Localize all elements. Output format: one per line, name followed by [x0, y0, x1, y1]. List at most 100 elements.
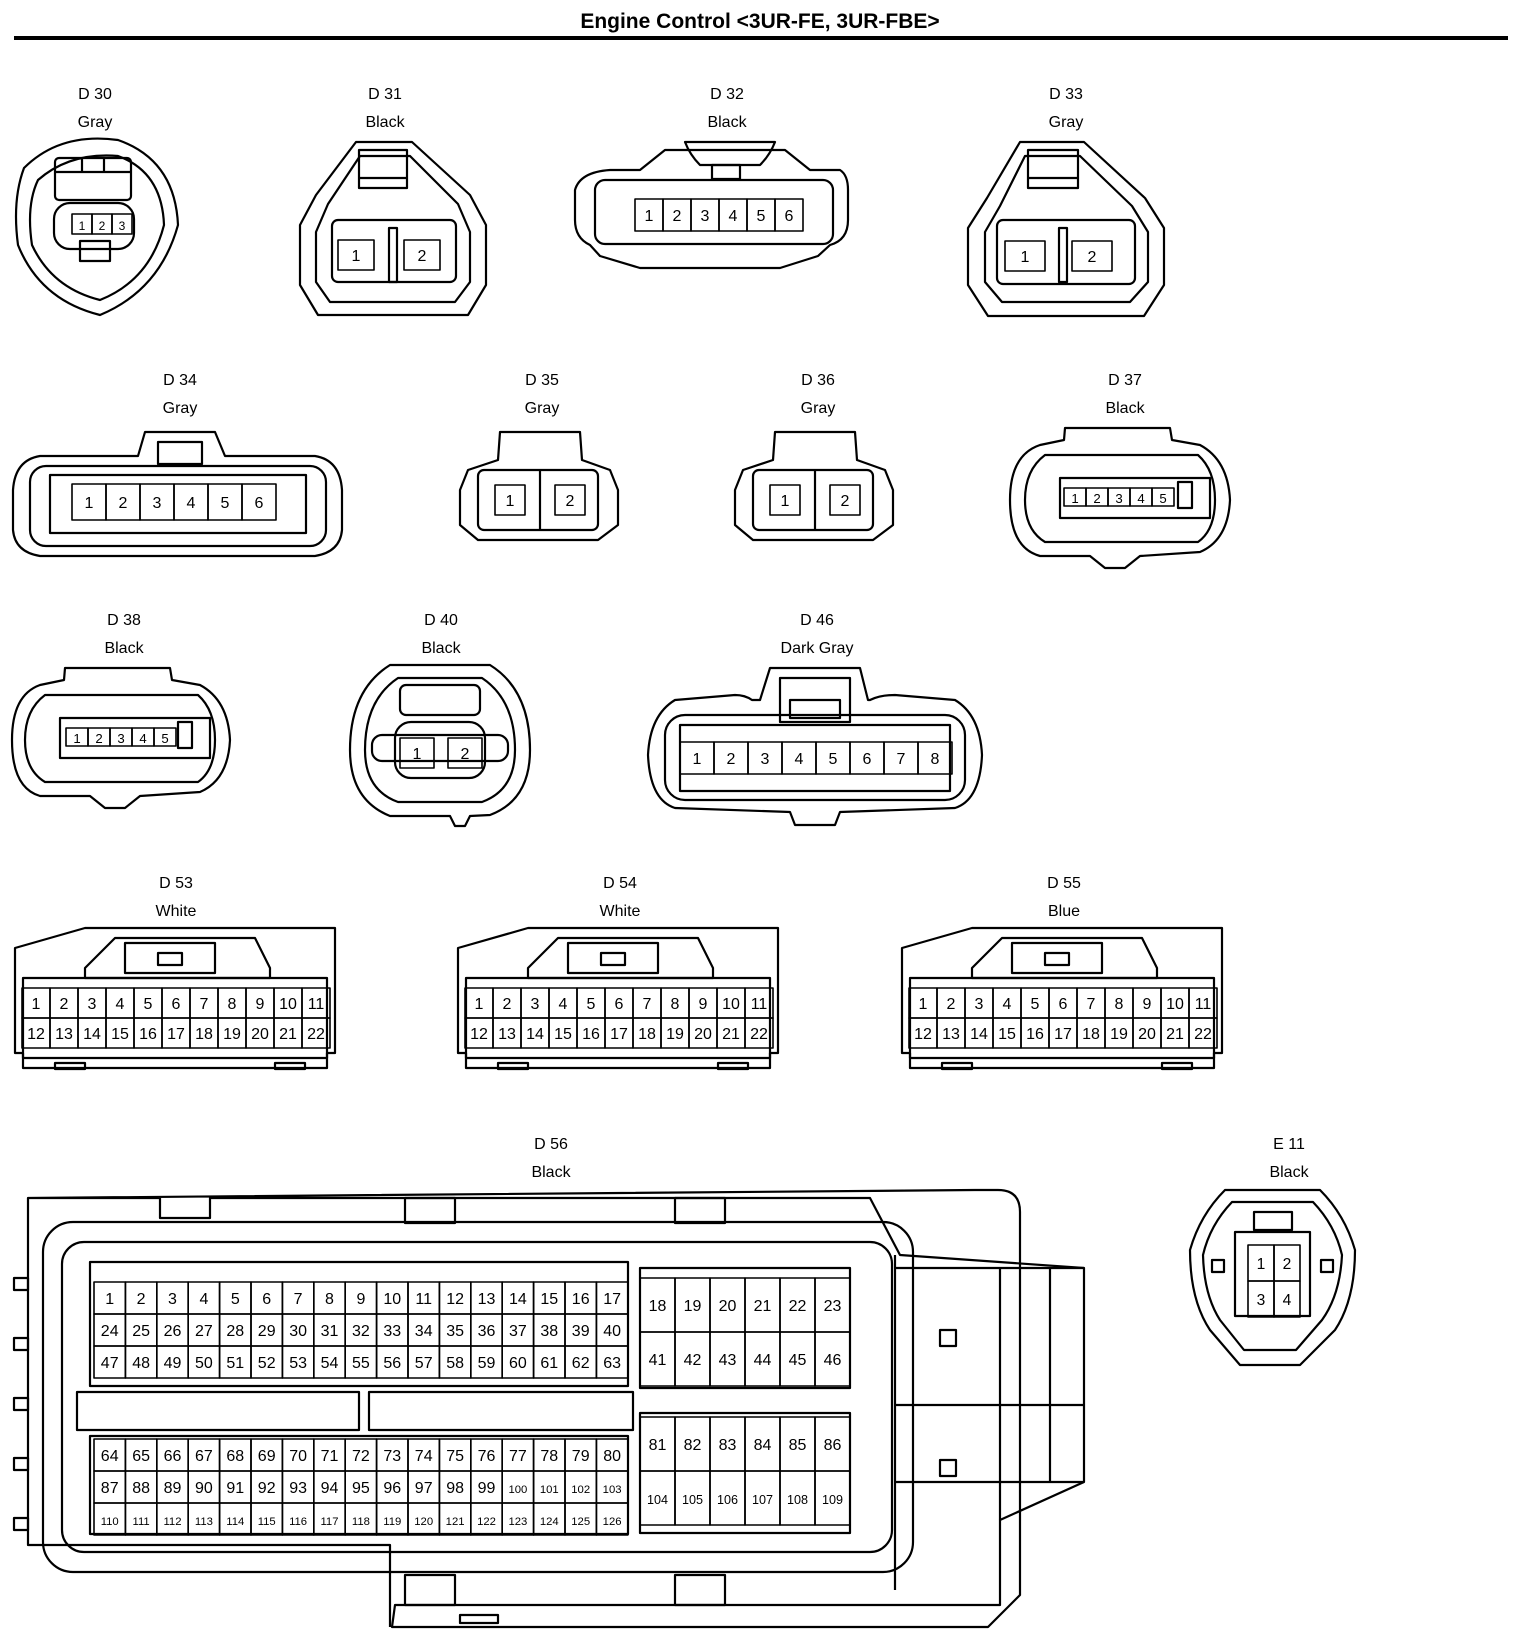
- pin-label: 1: [85, 495, 94, 512]
- connector-d38-housing: [10, 666, 232, 810]
- connector-color: Dark Gray: [780, 640, 854, 657]
- pin-label: 4: [1003, 996, 1012, 1013]
- pin-label: 35: [446, 1323, 464, 1340]
- pin-label: 20: [694, 1026, 712, 1043]
- pin-label: 12: [446, 1291, 464, 1308]
- pin-label: 2: [119, 495, 128, 512]
- pin-cell: [1273, 1280, 1301, 1318]
- connector-d56-housing: [12, 1188, 1086, 1629]
- connector-color: Black: [707, 114, 747, 131]
- pin-label: 38: [540, 1323, 558, 1340]
- pin-label: 1: [475, 996, 484, 1013]
- pin-label: 2: [841, 493, 850, 510]
- pin-label: 109: [822, 1493, 843, 1507]
- connector-e11-housing: [1188, 1188, 1357, 1367]
- pin-label: 5: [587, 996, 596, 1013]
- pin-label: 9: [356, 1291, 365, 1308]
- pin-label: 7: [200, 996, 209, 1013]
- pin-label: 39: [572, 1323, 590, 1340]
- pin-label: 57: [415, 1355, 433, 1372]
- pin-label: 7: [294, 1291, 303, 1308]
- pin-label: 59: [478, 1355, 496, 1372]
- pin-label: 15: [111, 1026, 129, 1043]
- pin-cell: [403, 239, 441, 271]
- connector-d46-housing: [646, 666, 984, 827]
- pin-cell: [744, 1017, 774, 1049]
- connector-color: White: [155, 903, 197, 920]
- pin-label: 62: [572, 1355, 590, 1372]
- pin-cell: [337, 239, 375, 271]
- pin-label: 93: [289, 1480, 307, 1497]
- ecu-connector-shell: [13, 926, 337, 1070]
- pin-label: 3: [119, 219, 126, 233]
- pin-label: 45: [789, 1352, 807, 1369]
- pin-label: 17: [1054, 1026, 1072, 1043]
- pin-label: 31: [321, 1323, 339, 1340]
- pin-label: 21: [1166, 1026, 1184, 1043]
- pin-label: 87: [101, 1480, 119, 1497]
- pin-cell: [1004, 240, 1046, 272]
- pin-label: 1: [79, 219, 86, 233]
- pin-label: 21: [754, 1298, 772, 1315]
- pin-label: 3: [168, 1291, 177, 1308]
- pin-label: 8: [931, 751, 940, 768]
- pin-label: 112: [163, 1516, 181, 1528]
- pin-label: 114: [226, 1516, 244, 1528]
- pin-label: 99: [478, 1480, 496, 1497]
- pin-label: 12: [914, 1026, 932, 1043]
- pin-cell: [399, 737, 435, 769]
- pin-label: 4: [199, 1291, 208, 1308]
- lock-window: [1010, 941, 1104, 975]
- pin-label: 126: [603, 1516, 622, 1528]
- pin-label: 6: [255, 495, 264, 512]
- lock-key: [156, 951, 184, 967]
- pin-label: 9: [256, 996, 265, 1013]
- pin-label: 28: [226, 1323, 244, 1340]
- retainer-foot: [1160, 1061, 1194, 1071]
- pin-label: 20: [251, 1026, 269, 1043]
- pin-label: 103: [603, 1484, 622, 1496]
- pin-label: 15: [998, 1026, 1016, 1043]
- connector-d36-housing: [733, 430, 895, 542]
- pin-label: 71: [321, 1448, 339, 1465]
- retainer-foot: [53, 1061, 87, 1071]
- pin-label: 5: [161, 731, 168, 746]
- pin-label: 50: [195, 1355, 213, 1372]
- connector-color: Blue: [1047, 903, 1081, 920]
- pin-label: 107: [752, 1493, 773, 1507]
- pin-label: 48: [132, 1355, 150, 1372]
- connector-color: Black: [421, 640, 461, 657]
- pin-label: 19: [684, 1298, 702, 1315]
- connector-color: Black: [365, 114, 405, 131]
- pin-label: 5: [1031, 996, 1040, 1013]
- pin-label: 8: [1115, 996, 1124, 1013]
- lock-tab: [526, 936, 715, 980]
- pin-label: 34: [415, 1323, 433, 1340]
- pin-label: 68: [226, 1448, 244, 1465]
- pin-label: 18: [195, 1026, 213, 1043]
- pin-label: 10: [1166, 996, 1184, 1013]
- pin-label: 5: [829, 751, 838, 768]
- pin-label: 17: [167, 1026, 185, 1043]
- connector-d35-housing: [458, 430, 620, 542]
- pin-label: 11: [415, 1291, 432, 1308]
- pin-label: 90: [195, 1480, 213, 1497]
- connector-id: D 35: [525, 372, 559, 389]
- connector-d37-housing: [1008, 426, 1232, 570]
- pin-label: 20: [719, 1298, 737, 1315]
- connector-d30-housing: [14, 137, 180, 317]
- pin-label: 1: [919, 996, 928, 1013]
- pin-label: 32: [352, 1323, 370, 1340]
- pin-label: 102: [571, 1484, 590, 1496]
